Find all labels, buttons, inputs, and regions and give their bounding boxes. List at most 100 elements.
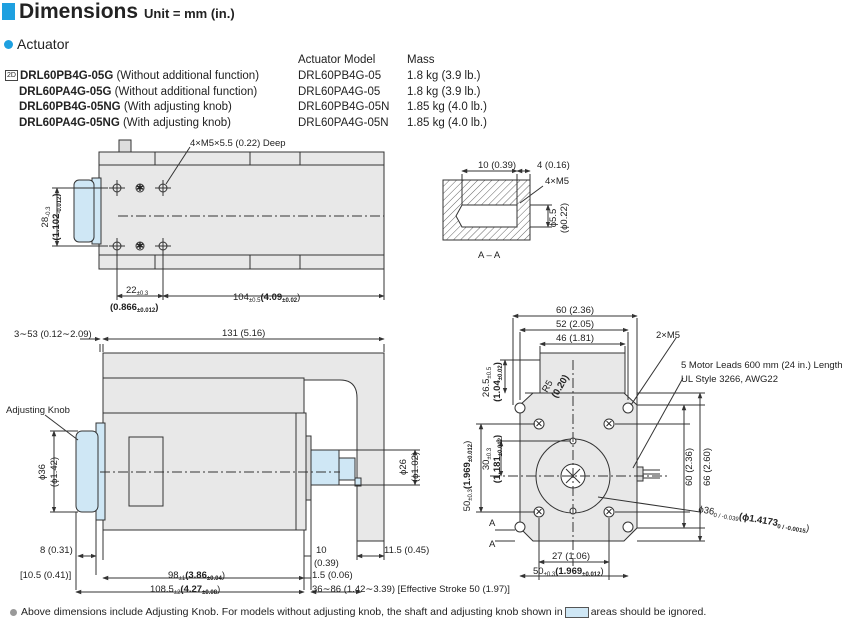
bullet-icon — [4, 39, 13, 49]
front-dim-50v-tol: ±0.3 — [468, 488, 474, 500]
side-dim-11-5: 11.5 (0.45) — [384, 545, 429, 556]
side-dim-98-inch: (3.86 — [185, 570, 207, 581]
front-dim-26-5-inch-value: (1.04 — [492, 380, 503, 402]
side-dim-98-inch-tol: ±0.04 — [207, 576, 223, 582]
model-desc: (Without additional function) — [114, 86, 258, 98]
side-dim-108-tol: ±2 — [174, 590, 181, 596]
aa-dia: ϕ5.5 — [548, 209, 559, 228]
title-marker — [2, 3, 15, 20]
section-aa-view — [442, 168, 552, 241]
side-dia36-inch: (ϕ1.42) — [49, 457, 60, 487]
dim-104-tol: ±0.5 — [249, 298, 261, 304]
model-code: DRL60PA4G-05NG — [19, 117, 120, 129]
top-view-knob — [73, 179, 95, 243]
front-dim-52: 52 (2.05) — [556, 319, 594, 330]
dim-22-inch: (0.866 — [110, 302, 137, 313]
front-dim-30-value: 30 — [481, 460, 492, 471]
side-dia36: ϕ36 — [37, 464, 48, 480]
aa-dim-4: 4 (0.16) — [537, 160, 570, 171]
unit-label: Unit = mm (in.) — [144, 6, 235, 21]
bullet-icon — [10, 608, 17, 616]
connector — [118, 139, 132, 153]
top-holes-label: 4×M5×5.5 (0.22) Deep — [190, 138, 286, 149]
front-dia36-inch-end: ) — [805, 523, 810, 534]
front-dia36-inch-tol: 0 / -0.0015 — [777, 524, 807, 535]
front-dim-50v: 50±0.3(1.969±0.012) — [462, 441, 474, 512]
actuator-body-top — [98, 151, 385, 270]
front-dim-30-tol: ±0.3 — [487, 447, 493, 459]
model-mass: 1.85 kg (4.0 lb.) — [407, 101, 487, 113]
front-dim-50h: 50±0.3(1.969±0.012) — [533, 566, 604, 578]
model-desc: (With adjusting knob) — [123, 101, 232, 113]
front-bracket — [539, 352, 626, 396]
front-dim-26-5-inch-tol: ±0.02 — [498, 365, 504, 381]
side-dim-10-5: [10.5 (0.41)] — [20, 570, 71, 581]
side-dim-98: 98±1(3.86±0.04) — [168, 570, 225, 582]
side-dim-stroke: 36∼86 (1.42∼3.39) [Effective Stroke 50 (… — [312, 584, 510, 595]
side-dia26-inch: (ϕ1.02) — [410, 452, 421, 482]
dim-22-inch-end: ) — [155, 302, 158, 313]
model-code: DRL60PA4G-05G — [19, 86, 112, 98]
front-holes: 2×M5 — [656, 330, 680, 341]
model-name: DRL60PA4G-05 — [298, 86, 381, 98]
front-dim-46: 46 (1.81) — [556, 333, 594, 344]
title-text: Dimensions — [19, 0, 139, 23]
front-dim-26-5-inch: (1.04±0.02) — [492, 362, 504, 402]
side-dim-8: 8 (0.31) — [40, 545, 73, 556]
knob-area-swatch — [564, 606, 589, 618]
section-mark-a-top: A — [489, 518, 496, 529]
side-dim-131: 131 (5.16) — [222, 328, 265, 339]
side-dim-98-tol: ±1 — [179, 576, 186, 582]
front-dim-50v-value: 50 — [462, 501, 473, 512]
leads-label: 5 Motor Leads 600 mm (24 in.) Length — [681, 360, 843, 371]
section-heading: Actuator — [4, 36, 69, 52]
front-dim-26-5: 26.5±0.5 — [481, 366, 493, 397]
side-dim-10-inch: (0.39) — [314, 558, 339, 569]
side-dim-108-inch-tol: ±0.08 — [202, 590, 218, 596]
front-dim-50v-inch: (1.969 — [462, 462, 473, 489]
model-code: DRL60PB4G-05G — [19, 70, 114, 82]
side-dim-10: 10 — [316, 545, 327, 556]
dim-28-inch-label: (1.102-0.012) — [51, 193, 63, 240]
side-dim-108-value: 108.5 — [150, 584, 174, 595]
footnote: Above dimensions include Adjusting Knob.… — [10, 606, 706, 618]
front-dim-50h-value: 50 — [533, 566, 544, 577]
model-row-2: DRL60PA4G-05G (Without additional functi… — [19, 86, 257, 98]
model-name: DRL60PB4G-05 — [298, 70, 382, 82]
model-code: DRL60PB4G-05NG — [19, 101, 121, 113]
side-dim-1-5: 1.5 (0.06) — [312, 570, 353, 581]
side-view — [44, 336, 420, 595]
side-dim-98-inch-end: ) — [222, 570, 225, 581]
dim-22-inch-tol: ±0.012 — [137, 308, 156, 314]
svg-text:✕: ✕ — [535, 419, 543, 430]
front-dim-26-5-value: 26.5 — [481, 379, 492, 398]
front-dia36: ϕ360 / -0.039(ϕ1.41730 / -0.0015) — [697, 504, 810, 535]
cad-tag-icon: 2D — [5, 70, 18, 82]
dim-28-inch-tol: -0.012 — [57, 196, 63, 214]
aa-holes: 4×M5 — [545, 176, 569, 187]
front-dim-30-inch-value: (1.181 — [492, 456, 503, 484]
front-dim-30: 30±0.3 — [481, 447, 493, 470]
footnote-text-2: areas should be ignored. — [590, 606, 707, 618]
model-name: DRL60PB4G-05N — [298, 101, 390, 113]
model-name: DRL60PA4G-05N — [298, 117, 389, 129]
side-dim-108-inch-end: ) — [217, 584, 220, 595]
svg-text:✕: ✕ — [535, 507, 543, 518]
front-dim-26-5-tol: ±0.5 — [487, 366, 493, 378]
dim-22-tol: ±0.3 — [137, 291, 149, 297]
model-desc: (Without additional function) — [116, 70, 260, 82]
footnote-text-1: Above dimensions include Adjusting Knob.… — [21, 606, 563, 618]
dim-104-inch-tol: ±0.02 — [282, 298, 298, 304]
dim-104-value: 104 — [233, 292, 249, 303]
model-mass: 1.8 kg (3.9 lb.) — [407, 70, 481, 82]
model-row-4: DRL60PA4G-05NG (With adjusting knob) — [19, 117, 231, 129]
front-dim-50h-inch-end: ) — [600, 566, 603, 577]
model-mass: 1.8 kg (3.9 lb.) — [407, 86, 481, 98]
front-dim-66v: 66 (2.60) — [702, 448, 713, 486]
side-dim-98-value: 98 — [168, 570, 179, 581]
side-view-knob — [75, 430, 99, 513]
dim-22-label: 22±0.3 — [126, 285, 149, 297]
front-dim-60: 60 (2.36) — [556, 305, 594, 316]
